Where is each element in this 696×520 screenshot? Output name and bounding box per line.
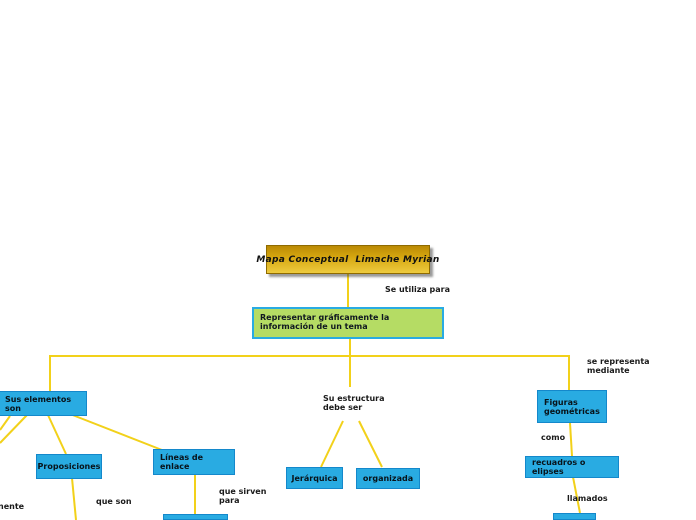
figuras-label: Figuras geométricas [544, 397, 600, 416]
connector-line [47, 414, 67, 455]
node-map-title[interactable]: Mapa Conceptual Limache Myrian [256, 245, 439, 274]
recuadros-label: recuadros o elipses [532, 458, 586, 476]
link-label-llamados: llamados [567, 494, 608, 503]
node-lineas-de-enlace[interactable]: Líneas de enlace [153, 449, 235, 475]
link-label-que-son: que son [96, 497, 132, 506]
node-cutoff-bottom-left[interactable] [163, 514, 228, 520]
node-figuras-geometricas[interactable]: Figuras geométricas [537, 390, 607, 423]
main-idea-label: Representar gráficamente la información … [260, 313, 390, 331]
connector-line [569, 422, 573, 457]
node-organizada[interactable]: organizada [356, 468, 420, 489]
node-main-idea[interactable]: Representar gráficamente la información … [252, 307, 444, 339]
node-sus-elementos[interactable]: Sus elementos son [0, 391, 87, 416]
connector-line [69, 413, 163, 451]
link-label-se-representa-mediante: se representa mediante [587, 357, 650, 375]
sus-elementos-label: Sus elementos son [5, 394, 72, 413]
connector-line [320, 420, 344, 468]
link-label-como: como [541, 433, 566, 442]
connector-line [358, 420, 383, 468]
node-jerarquica[interactable]: Jerárquica [286, 467, 343, 489]
link-label-su-estructura-debe-ser: Su estructura debe ser [323, 394, 385, 412]
link-label-que-sirven-para: que sirven para [219, 487, 267, 505]
proposiciones-label: Proposiciones [37, 462, 101, 471]
node-proposiciones[interactable]: Proposiciones [36, 454, 102, 479]
link-label-nente-cutoff: nente [0, 502, 25, 511]
connector-line [0, 414, 28, 444]
link-label-se-utiliza-para: Se utiliza para [385, 285, 451, 294]
organizada-label: organizada [362, 474, 414, 483]
map-title-label: Mapa Conceptual Limache Myrian [256, 254, 440, 265]
connector-line [71, 477, 77, 520]
node-cutoff-bottom-right[interactable] [553, 513, 596, 520]
jerarquica-label: Jerárquica [291, 473, 338, 483]
node-recuadros-o-elipses[interactable]: recuadros o elipses [525, 456, 619, 478]
lineas-de-enlace-label: Líneas de enlace [160, 453, 204, 471]
connector-line [572, 476, 581, 514]
connector-line [0, 415, 11, 431]
